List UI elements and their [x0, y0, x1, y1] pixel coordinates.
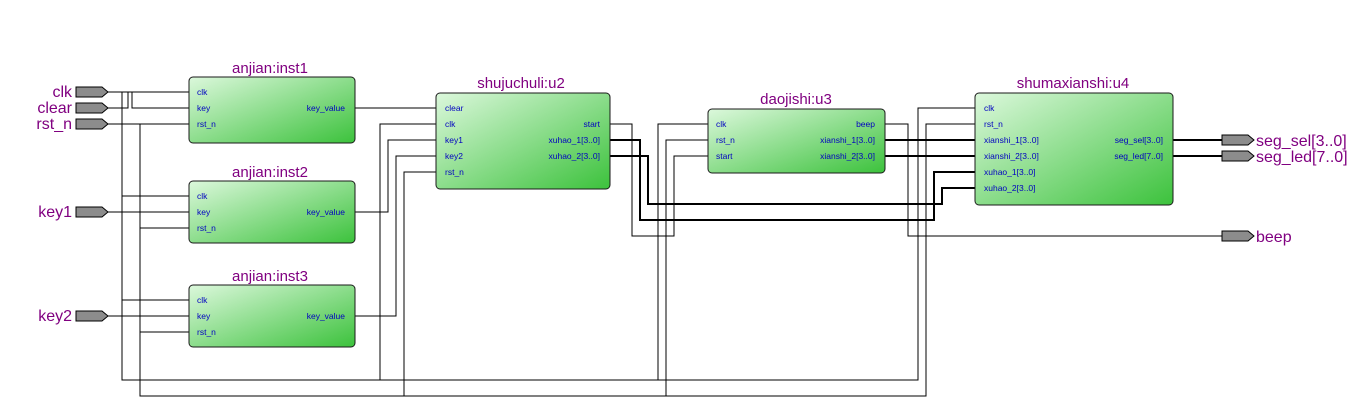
port-label: clk	[197, 191, 208, 201]
port-label: key_value	[307, 311, 346, 321]
net-clk	[108, 91, 975, 381]
net-clear	[108, 91, 436, 109]
block-title: anjian:inst3	[232, 268, 308, 285]
port-label: seg_led[7..0]	[1114, 151, 1163, 161]
port-label: clk	[197, 295, 208, 305]
wire-layer	[108, 91, 1222, 397]
block-body	[188, 284, 356, 348]
port-label: clk	[197, 87, 208, 97]
block-title: daojishi:u3	[760, 91, 832, 108]
input-pin-key2[interactable]: key2	[38, 308, 109, 325]
port-label: rst_n	[197, 223, 216, 233]
port-label: xianshi_2[3..0]	[984, 151, 1039, 161]
block-title: shujuchuli:u2	[477, 75, 565, 92]
block-title: anjian:inst2	[232, 164, 308, 181]
port-label: xuhao_1[3..0]	[548, 135, 600, 145]
port-label: key_value	[307, 103, 346, 113]
pin-label-key2: key2	[38, 308, 72, 325]
block-body	[974, 92, 1174, 206]
port-label: xuhao_1[3..0]	[984, 167, 1036, 177]
port-label: rst_n	[197, 327, 216, 337]
block-shumaxianshi-u4[interactable]: shumaxianshi:u4 clk rst_n xianshi_1[3..0…	[974, 75, 1174, 206]
pin-label-clear: clear	[37, 100, 72, 117]
port-label: key	[197, 207, 211, 217]
block-anjian-inst2[interactable]: anjian:inst2 clk key rst_n key_value	[188, 164, 356, 244]
port-label: key2	[445, 151, 463, 161]
port-label: clk	[716, 119, 727, 129]
port-label: key_value	[307, 207, 346, 217]
net-start	[610, 123, 708, 237]
block-shujuchuli-u2[interactable]: shujuchuli:u2 clear clk key1 key2 rst_n …	[435, 75, 611, 190]
net-xuhao_1	[610, 139, 975, 221]
port-label: rst_n	[984, 119, 1003, 129]
net-beep	[885, 123, 1222, 237]
port-label: key	[197, 311, 211, 321]
pin-label-rst_n: rst_n	[36, 116, 72, 133]
port-label: start	[716, 151, 733, 161]
block-daojishi-u3[interactable]: daojishi:u3 clk rst_n start beep xianshi…	[707, 91, 886, 174]
port-label: key1	[445, 135, 463, 145]
pin-label-beep: beep	[1256, 229, 1292, 246]
port-label: clk	[445, 119, 456, 129]
block-body	[435, 92, 611, 190]
net-xuhao_2	[610, 155, 975, 205]
pin-label-clk: clk	[52, 84, 73, 101]
port-label: clear	[445, 103, 464, 113]
port-label: xianshi_1[3..0]	[984, 135, 1039, 145]
port-label: seg_sel[3..0]	[1115, 135, 1163, 145]
port-label: xuhao_2[3..0]	[548, 151, 600, 161]
port-label: xuhao_2[3..0]	[984, 183, 1036, 193]
port-label: start	[583, 119, 600, 129]
output-pin-seg_sel[interactable]: seg_sel[3..0]	[1221, 133, 1347, 150]
port-label: rst_n	[445, 167, 464, 177]
port-label: beep	[856, 119, 875, 129]
port-label: key	[197, 103, 211, 113]
input-pin-clk[interactable]: clk	[52, 84, 109, 101]
net-inst2-key_value	[354, 139, 436, 213]
input-pin-clear[interactable]: clear	[37, 100, 109, 117]
port-label: rst_n	[197, 119, 216, 129]
block-anjian-inst3[interactable]: anjian:inst3 clk key rst_n key_value	[188, 268, 356, 348]
net-rst_n	[108, 123, 975, 397]
block-body	[188, 76, 356, 144]
pin-label-seg_led: seg_led[7..0]	[1256, 149, 1348, 166]
block-anjian-inst1[interactable]: anjian:inst1 clk key rst_n key_value	[188, 60, 356, 144]
input-pin-rst_n[interactable]: rst_n	[36, 116, 109, 133]
input-pin-key1[interactable]: key1	[38, 204, 109, 221]
net-inst3-key_value	[354, 155, 436, 317]
output-pin-seg_led[interactable]: seg_led[7..0]	[1221, 149, 1348, 166]
pin-label-seg_sel: seg_sel[3..0]	[1256, 133, 1347, 150]
port-label: xianshi_2[3..0]	[820, 151, 875, 161]
block-body	[707, 108, 886, 174]
block-title: shumaxianshi:u4	[1017, 75, 1130, 92]
port-label: clk	[984, 103, 995, 113]
port-label: rst_n	[716, 135, 735, 145]
port-label: xianshi_1[3..0]	[820, 135, 875, 145]
block-title: anjian:inst1	[232, 60, 308, 77]
output-pin-beep[interactable]: beep	[1221, 229, 1292, 246]
pin-label-key1: key1	[38, 204, 72, 221]
block-body	[188, 180, 356, 244]
